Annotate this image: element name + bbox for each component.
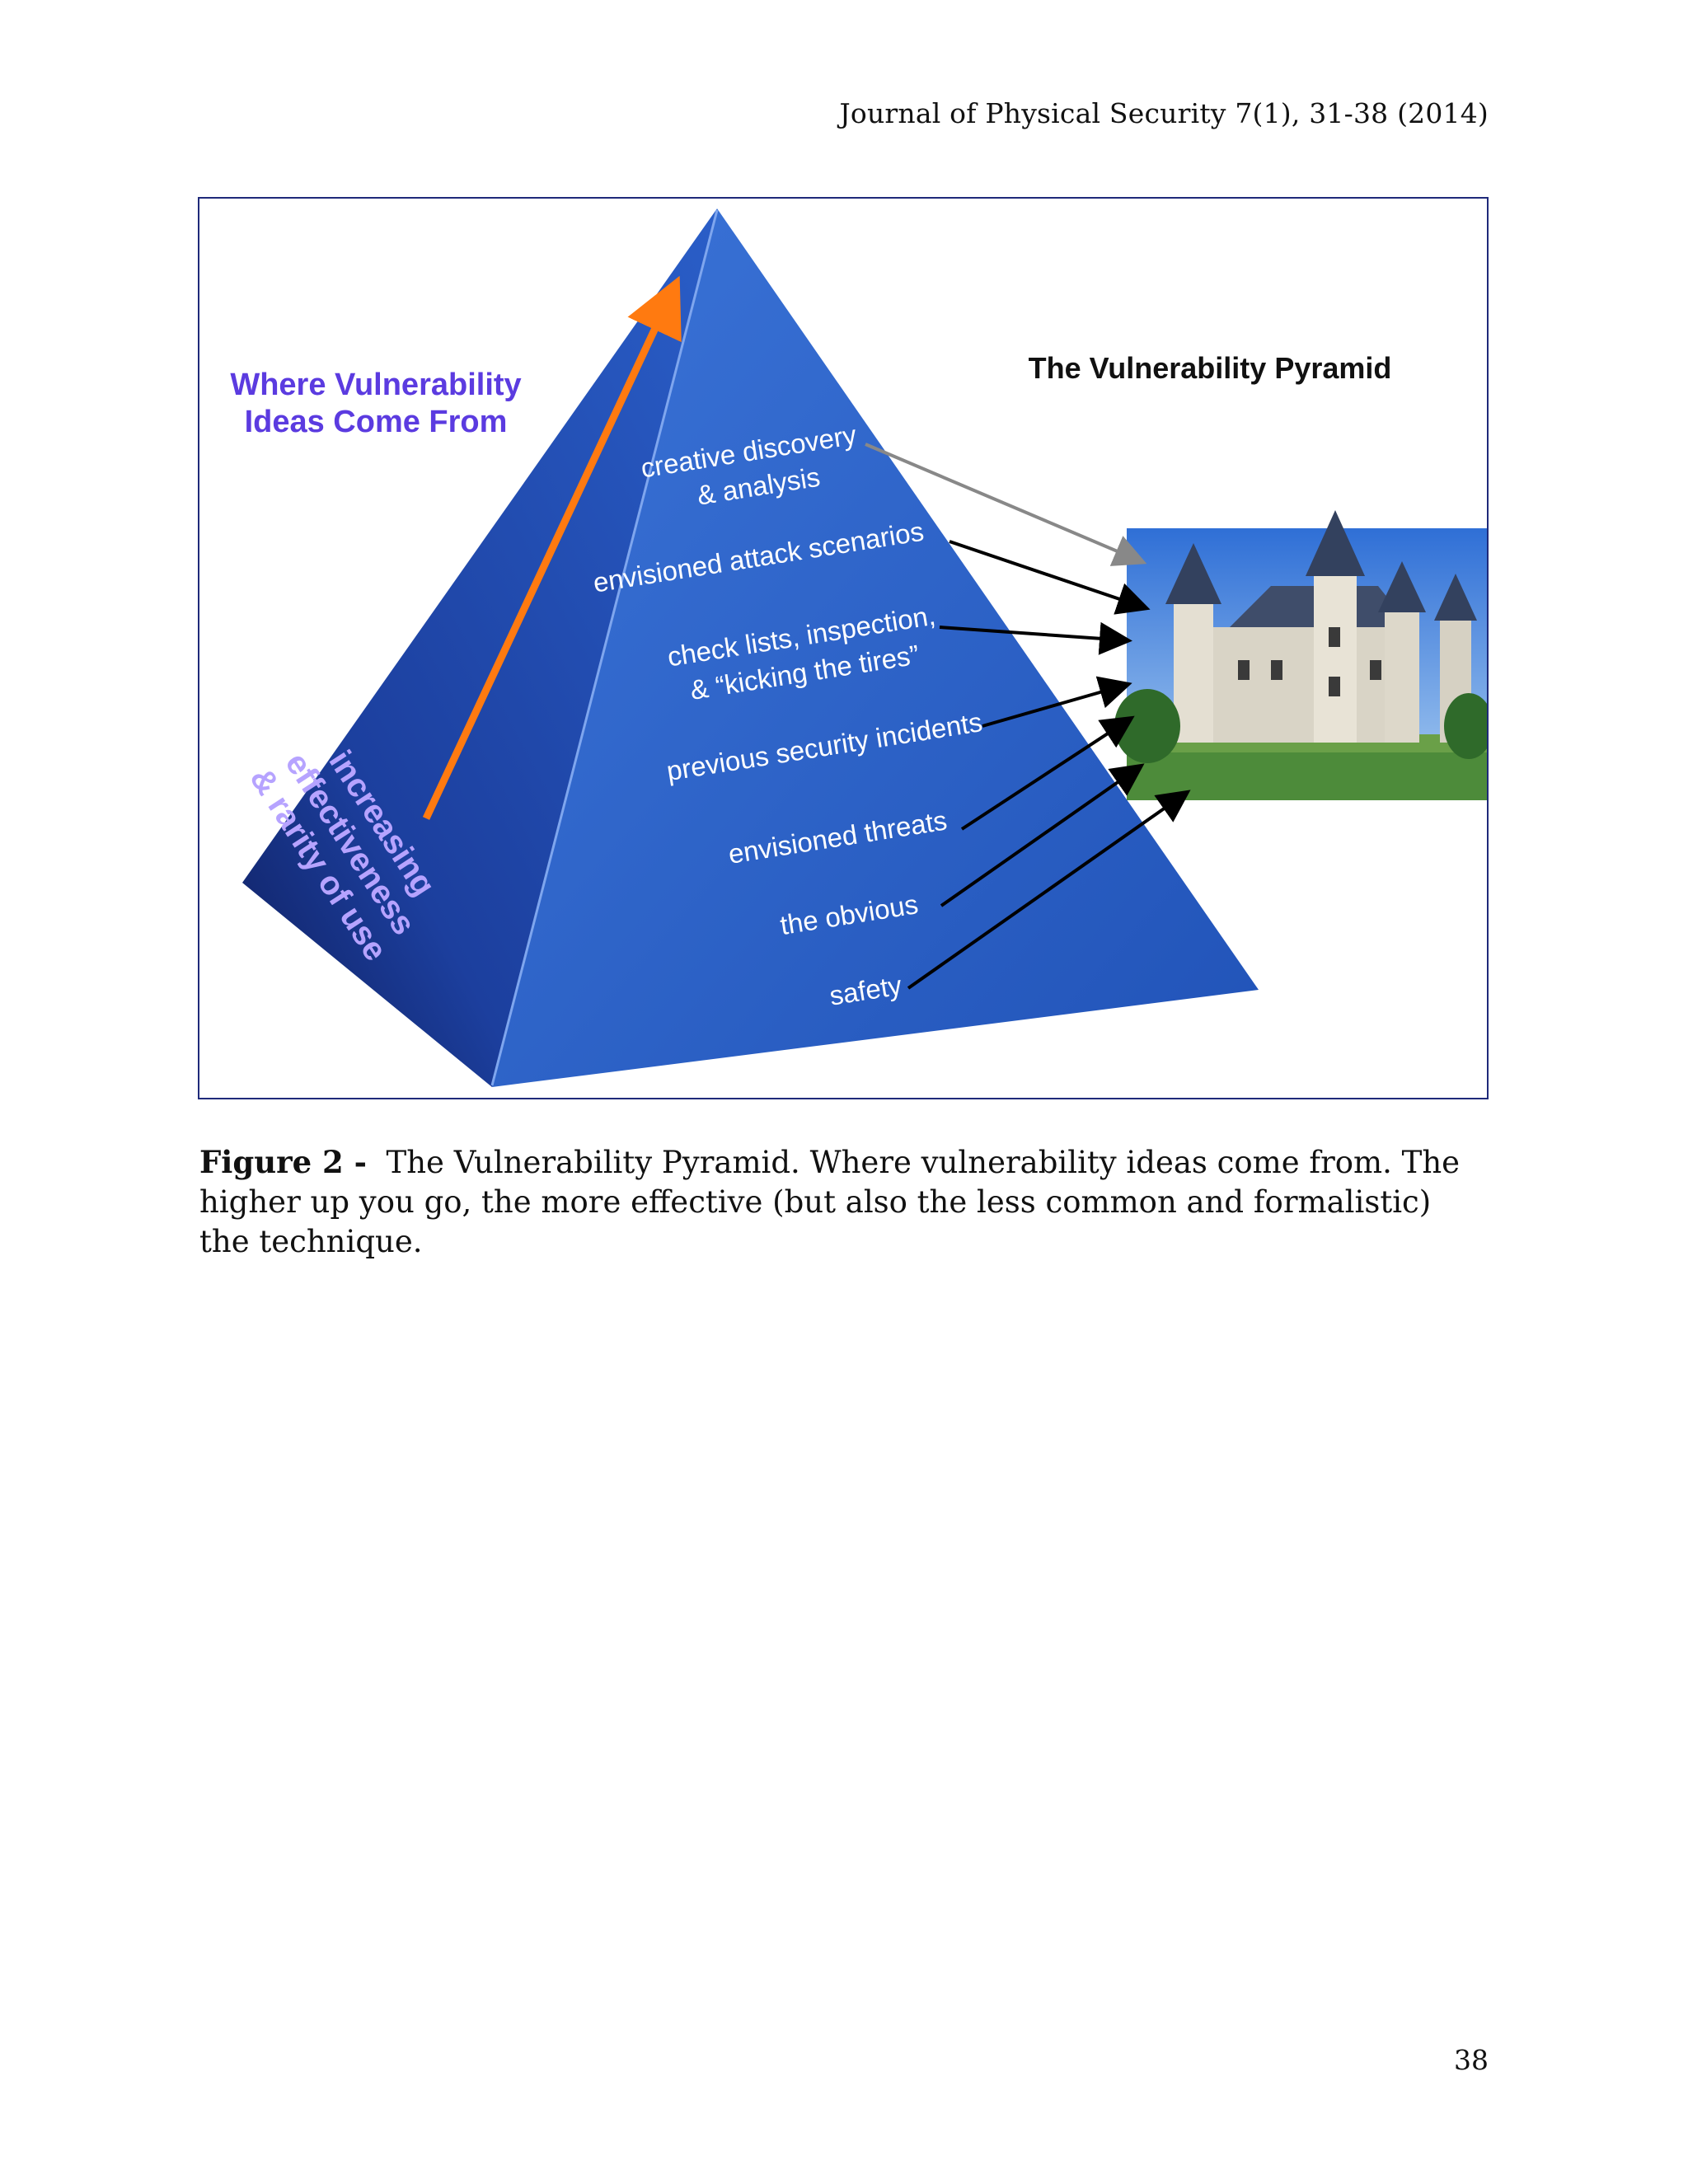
- arrow-level-6: [940, 763, 1145, 907]
- arrow-level-3: [939, 621, 1132, 655]
- vulnerability-pyramid-figure: Where Vulnerability Ideas Come From The …: [230, 209, 1487, 1087]
- arrow-level-5: [960, 715, 1135, 831]
- figure-caption: Figure 2 - The Vulnerability Pyramid. Wh…: [199, 1142, 1489, 1262]
- arrow-level-2: [949, 540, 1151, 615]
- pyramid-ridge: [490, 209, 719, 1086]
- pyramid-front-face: [492, 209, 1259, 1087]
- running-header: Journal of Physical Security 7(1), 31-38…: [839, 97, 1489, 129]
- left-heading-line1: Where Vulnerability: [230, 368, 521, 402]
- page-number: 38: [1454, 2044, 1489, 2076]
- pyramid-left-side: [242, 209, 717, 1087]
- caption-text: The Vulnerability Pyramid. Where vulnera…: [199, 1145, 1461, 1259]
- left-heading-line2: Ideas Come From: [245, 405, 508, 439]
- figure-title: The Vulnerability Pyramid: [1029, 351, 1392, 385]
- arrow-level-1: [865, 443, 1147, 566]
- caption-label: Figure 2 -: [199, 1144, 367, 1180]
- arrow-level-4: [982, 676, 1132, 728]
- figure-frame: Where Vulnerability Ideas Come From The …: [198, 197, 1489, 1099]
- arrow-level-7: [907, 790, 1191, 990]
- effectiveness-arrow: [422, 275, 682, 820]
- castle-image: [1114, 510, 1487, 800]
